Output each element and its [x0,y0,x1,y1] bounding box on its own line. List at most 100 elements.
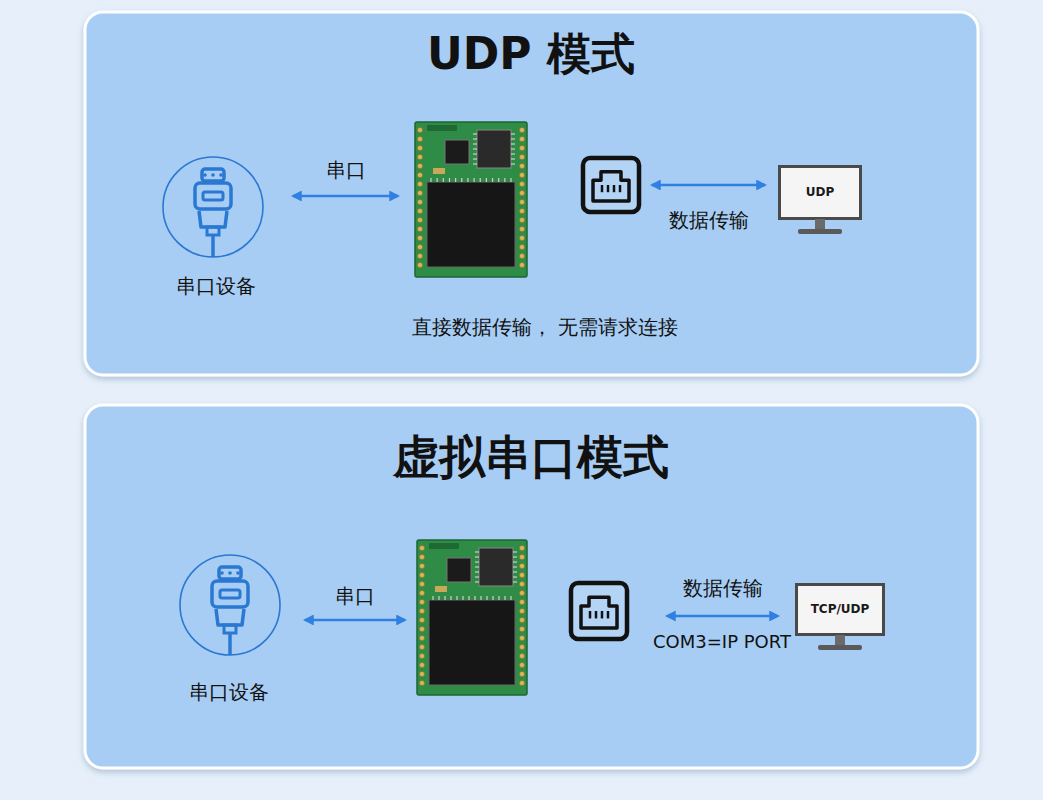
connector-top [219,567,241,579]
lead [438,596,439,600]
port-pin [607,611,610,618]
pin [519,644,524,649]
monitor-neck [815,219,825,230]
panel-caption: 直接数据传输， 无需请求连接 [412,315,678,339]
port-pin [601,185,604,192]
lead [504,596,505,600]
lead [473,143,477,144]
connector-body [195,183,231,209]
main-chip [427,182,515,267]
lead [430,178,431,182]
port-outline [583,158,639,212]
port-pin [607,185,610,192]
pin [519,581,524,586]
device-circle [163,157,263,257]
pin [419,590,424,595]
pin [417,253,422,258]
pin [519,554,524,559]
lead [498,596,499,600]
pin [417,136,422,141]
board-node [415,122,527,277]
pin [417,190,422,195]
rj45-node [580,155,642,215]
lead [511,148,515,149]
pin [417,235,422,240]
pin [419,671,424,676]
connector-body [212,581,248,607]
pin [417,244,422,249]
lead [444,596,445,600]
lead [511,143,515,144]
cable [228,633,232,655]
lead [473,138,477,139]
connector-strain [224,625,236,633]
connector-slot [203,192,223,200]
screen-text: TCP/UDP [811,602,870,616]
pin [417,181,422,186]
crystal [433,168,445,174]
pin [519,208,524,213]
pin [419,581,424,586]
lead [486,596,487,600]
pin [519,680,524,685]
pin [417,199,422,204]
pin [519,608,524,613]
lead [449,178,450,182]
lead [513,581,517,582]
connector-dot [236,571,240,575]
pin [519,617,524,622]
connector-top [202,169,224,181]
connector-hood [216,609,244,625]
monitor-picture [795,583,885,653]
pin [419,563,424,568]
panel-background [85,405,978,768]
edge-label: 数据传输 [683,576,763,600]
connector-dot [203,173,207,177]
small-chip [447,558,471,582]
pin [519,217,524,222]
lead [474,596,475,600]
rj45-node [568,580,630,642]
double-arrow [667,615,778,618]
lead [492,178,493,182]
device-label: 串口设备 [176,274,256,298]
connector-slot [220,590,240,598]
port-pin [595,611,598,618]
lead [513,551,517,552]
lead [513,576,517,577]
pin [419,653,424,658]
pin [519,235,524,240]
cable [211,235,215,257]
pin [417,217,422,222]
pin [417,127,422,132]
edge-label: 数据传输 [669,208,749,232]
silkscreen [429,543,459,549]
pin [519,662,524,667]
lead [473,178,474,182]
screen [780,167,861,219]
panel-node: UDP 模式直接数据传输， 无需请求连接串口设备UDP [85,12,978,375]
lead [511,153,515,154]
transformer [479,548,513,586]
port-pin [613,185,616,192]
pin [417,145,422,150]
lead [462,596,463,600]
pin [519,653,524,658]
device-picture [178,553,282,657]
transformer [477,130,511,168]
lead [473,133,477,134]
crystal [435,586,447,592]
double-arrow [652,184,765,187]
pin [519,563,524,568]
lead [473,163,477,164]
board-picture [415,122,527,277]
device-node: 串口设备 [178,553,282,657]
lead [511,133,515,134]
connector-dot [220,571,224,575]
lead [510,178,511,182]
port-pin [619,185,622,192]
lead [473,158,477,159]
lead [432,596,433,600]
